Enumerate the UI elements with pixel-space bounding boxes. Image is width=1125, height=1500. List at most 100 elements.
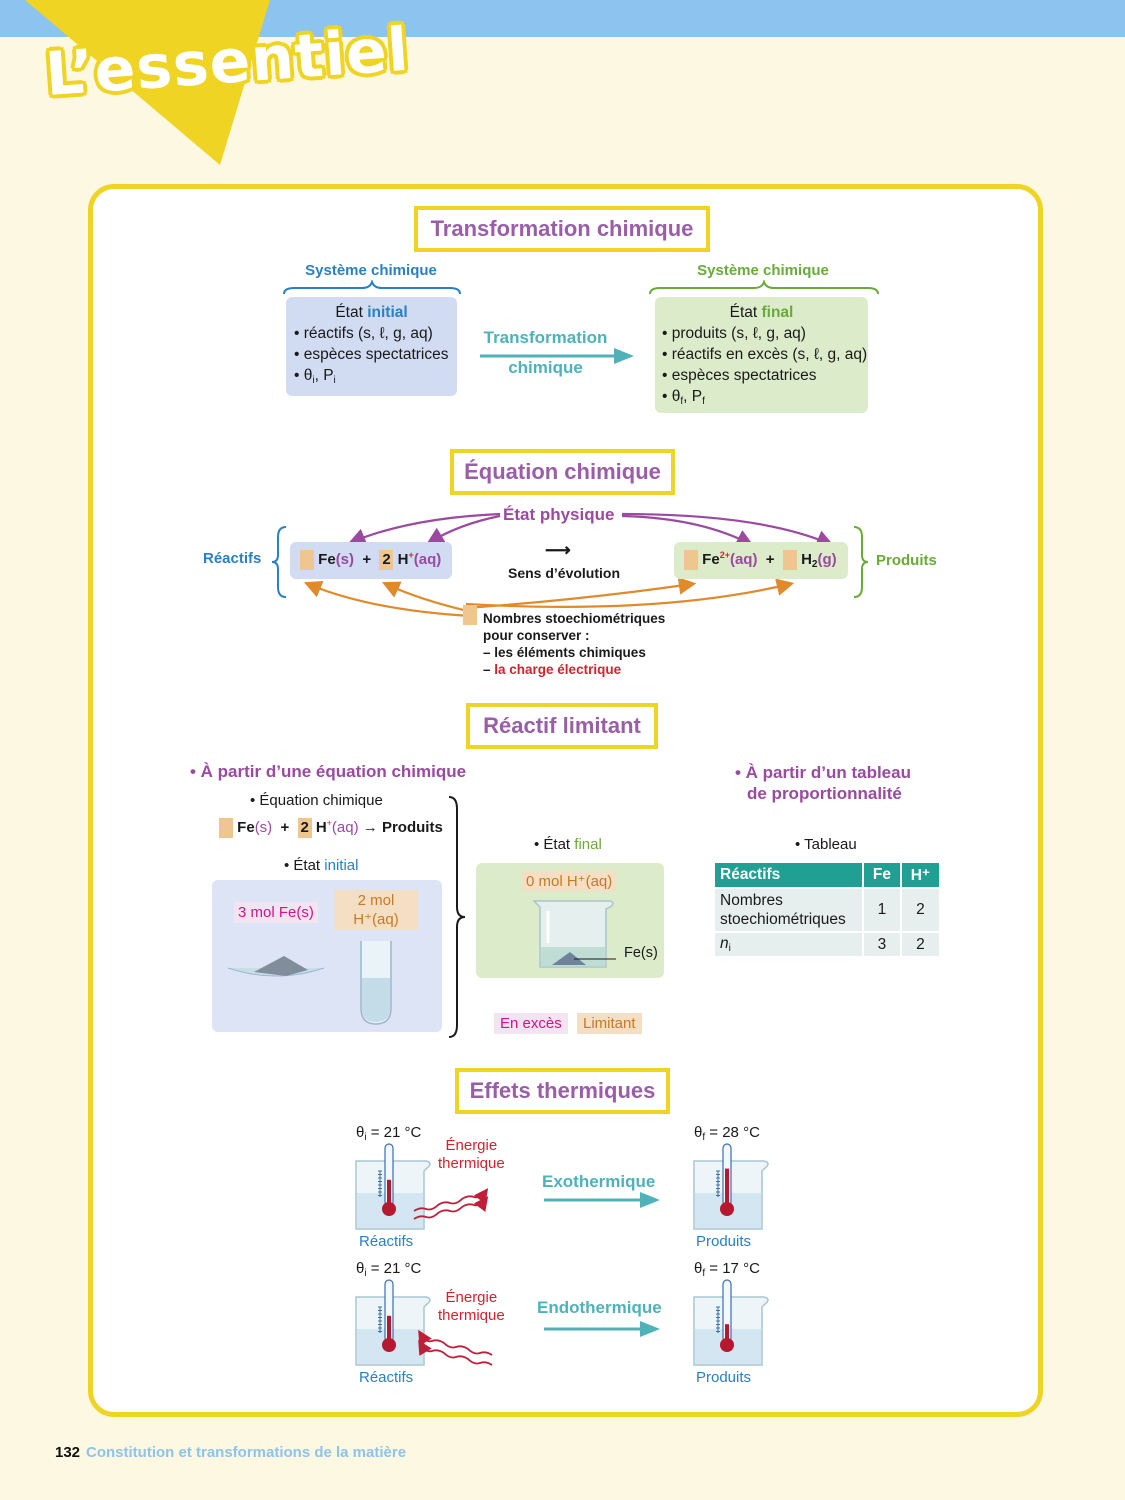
- brace-left-system: [283, 280, 461, 295]
- subscript-2: 2: [811, 559, 818, 570]
- charge-plus: +: [326, 818, 332, 828]
- pressure-sub: i: [333, 375, 336, 386]
- table-sub-label: • Tableau: [795, 836, 857, 853]
- heading-prefix: État: [729, 304, 762, 321]
- initial-state-heading: État initial: [294, 302, 449, 323]
- species-h2: H: [801, 551, 812, 568]
- thermometer-mercury: [725, 1168, 729, 1205]
- equation-sub-label: • Équation chimique: [250, 792, 383, 809]
- theta-final-endo: θf = 17 °C: [694, 1260, 760, 1279]
- method-table-heading: • À partir d’un tableau de proportionnal…: [735, 762, 911, 804]
- table-cell: 1: [863, 887, 902, 932]
- note-line: – la charge électrique: [483, 661, 665, 678]
- content-panel: [88, 184, 1043, 1417]
- evolution-direction-label: Sens d’évolution: [508, 565, 621, 581]
- arrow-stoich-h2: [465, 578, 795, 608]
- item-text: produits (s, ℓ, g, aq): [671, 325, 806, 342]
- table-header: Fe: [863, 863, 902, 888]
- table-cell: 3: [863, 931, 902, 956]
- final-state-sub-label: • État final: [534, 836, 602, 853]
- final-amount-tag: 0 mol H⁺(aq): [522, 871, 617, 891]
- legend-limiting: Limitant: [577, 1013, 642, 1034]
- species-fe: Fe: [702, 551, 720, 568]
- legend-excess: En excès: [494, 1013, 568, 1034]
- note-dash: –: [483, 662, 495, 677]
- theta-symbol: θ: [356, 1124, 365, 1141]
- heading-accent: initial: [367, 304, 408, 321]
- theta-sub: f: [680, 396, 684, 407]
- caption-produits-exo: Produits: [696, 1233, 752, 1250]
- species-h: H: [397, 551, 409, 568]
- beaker-thermometer-final-endo-icon: [693, 1279, 769, 1366]
- final-item: • espèces spectatrices: [662, 367, 817, 384]
- initial-state-box: État initial • réactifs (s, ℓ, g, aq) • …: [286, 297, 457, 396]
- thermometer-bulb: [720, 1338, 734, 1352]
- fe-residue-label: Fe(s): [624, 945, 658, 961]
- yellow-triangle-decoration: [25, 0, 270, 165]
- reactants-equation-box: Fe(s) + 2 H+(aq): [290, 542, 452, 579]
- species-fe: Fe: [237, 819, 255, 836]
- section-title-limitant: Réactif limitant: [466, 703, 658, 749]
- reaction-arrow-icon: →: [362, 819, 378, 836]
- energy-line: Énergie: [445, 1289, 498, 1306]
- item-text: espèces spectatrices: [671, 367, 817, 384]
- heading-line: de proportionnalité: [747, 784, 902, 803]
- table-header-row: Réactifs Fe H⁺: [715, 863, 939, 888]
- method-equation-heading: • À partir d’une équation chimique: [190, 762, 467, 781]
- final-item-theta: • θf, Pf: [662, 388, 705, 407]
- thermometer-mercury: [725, 1324, 729, 1341]
- initial-item-theta: • θi, Pi: [294, 367, 336, 386]
- thermometer-mercury: [387, 1315, 391, 1341]
- state-s: (s): [335, 551, 355, 568]
- iron-powder-dish-icon: [227, 956, 325, 977]
- stoich-slot-fe2: [684, 550, 698, 571]
- energy-label-exo: Énergie thermique: [438, 1137, 505, 1173]
- note-line: – les éléments chimiques: [483, 645, 646, 660]
- pressure-symbol: , P: [683, 388, 703, 405]
- test-tube-icon: [360, 941, 392, 1025]
- thermometer-bulb: [720, 1202, 734, 1216]
- energy-line: Énergie: [445, 1137, 498, 1154]
- table-header: H⁺: [900, 863, 939, 888]
- thermometer-bulb: [382, 1202, 396, 1216]
- beaker-thermometer-initial-endo-icon: [355, 1279, 431, 1366]
- heat-waves-out-icon: [413, 1188, 489, 1220]
- final-state-box: État final • produits (s, ℓ, g, aq) • ré…: [655, 297, 868, 413]
- h-amount-tag: 2 mol H⁺(aq): [334, 890, 418, 930]
- amount-line: 2 mol: [357, 892, 395, 909]
- stoich-slot-fe: [219, 818, 233, 839]
- theta-value: = 17 °C: [705, 1260, 760, 1277]
- caption-produits-endo: Produits: [696, 1369, 752, 1386]
- pressure-symbol: , P: [314, 367, 334, 384]
- theta-initial-endo: θi = 21 °C: [356, 1260, 421, 1279]
- label-prefix: • État: [534, 836, 575, 853]
- theta-sub: i: [364, 1268, 367, 1279]
- theta-value: = 28 °C: [705, 1124, 760, 1141]
- theta-symbol: θ: [671, 388, 681, 405]
- energy-line: thermique: [438, 1155, 505, 1172]
- theta-initial-exo: θi = 21 °C: [356, 1124, 421, 1143]
- beaker-thermometer-initial-exo-icon: [355, 1143, 431, 1230]
- theta-symbol: θ: [356, 1260, 365, 1277]
- products-equation-box: Fe2+(aq) + H2(g): [674, 542, 848, 579]
- label-line: Nombres: [720, 892, 783, 909]
- stoich-slot-h2: [782, 550, 797, 571]
- limitant-equation: Fe(s) + 2 H+(aq) → Produits: [219, 818, 443, 839]
- state-physical-label: État physique: [500, 505, 618, 525]
- symbol-sub: i: [728, 943, 731, 954]
- theta-final-exo: θf = 28 °C: [694, 1124, 760, 1143]
- process-label-exo: Exothermique: [542, 1172, 656, 1191]
- section-title-equation: Équation chimique: [450, 449, 675, 495]
- process-label-endo: Endothermique: [537, 1298, 662, 1317]
- item-text: réactifs en excès (s, ℓ, g, aq): [671, 346, 868, 363]
- theta-sub: i: [364, 1132, 367, 1143]
- equation-arrows-diagram: [303, 512, 835, 618]
- heat-waves-in-icon: [418, 1329, 493, 1366]
- transformation-arrow-label-2: chimique: [508, 358, 583, 377]
- theta-symbol: θ: [694, 1124, 703, 1141]
- theta-value: = 21 °C: [366, 1260, 422, 1277]
- process-arrow-exo-icon: [544, 1192, 660, 1208]
